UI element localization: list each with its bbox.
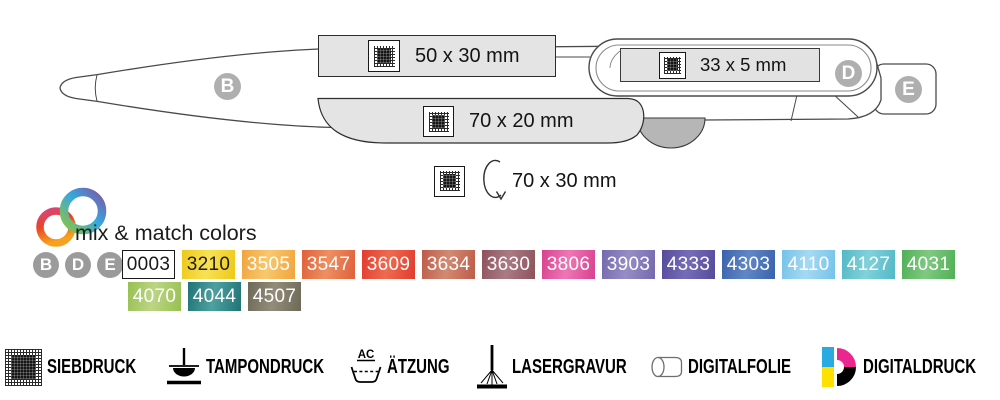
color-swatch-4127: 4127: [842, 250, 895, 279]
method-label: SIEBDRUCK: [47, 355, 137, 378]
color-swatch-3547: 3547: [302, 250, 355, 279]
method-digitalfolie: DIGITALFOLIE: [651, 344, 825, 390]
print-area-size-label: 70 x 30 mm: [512, 169, 617, 192]
legend-zone-badge-d: D: [65, 252, 91, 278]
rotation-arrow-icon: [483, 159, 507, 201]
method-label: TAMPONDRUCK: [206, 355, 325, 378]
print-area-barrel-top: 50 x 30 mm: [318, 35, 556, 77]
method-label: DIGITALFOLIE: [688, 355, 792, 378]
pen-zone-badge-d: D: [835, 60, 862, 87]
color-swatch-4110: 4110: [782, 250, 835, 279]
pad-print-icon: [167, 348, 201, 385]
method-aetzung: AC ÄTZUNG: [350, 344, 470, 390]
color-swatch-4507: 4507: [248, 282, 301, 311]
etching-icon: AC: [350, 349, 382, 383]
screen-mesh-icon: [368, 40, 400, 72]
color-swatch-4303: 4303: [722, 250, 775, 279]
method-digitaldruck: DIGITALDRUCK: [822, 344, 1000, 390]
screen-mesh-icon: [434, 165, 465, 197]
pen-zone-badge-b: B: [214, 73, 241, 100]
print-area-wrap-around: 70 x 30 mm: [434, 159, 617, 201]
color-swatch-4044: 4044: [188, 282, 241, 311]
print-area-grip: 70 x 20 mm: [318, 100, 638, 143]
method-label: ÄTZUNG: [387, 355, 450, 378]
mix-match-label: mix & match colors: [75, 221, 257, 245]
method-label: DIGITALDRUCK: [863, 355, 977, 378]
legend-zone-badge-b: B: [33, 252, 59, 278]
color-swatch-4333: 4333: [662, 250, 715, 279]
screen-mesh-icon: [659, 51, 686, 79]
color-swatch-3609: 3609: [362, 250, 415, 279]
color-swatch-3505: 3505: [242, 250, 295, 279]
laser-icon: [477, 345, 507, 389]
color-swatch-3634: 3634: [422, 250, 475, 279]
color-swatch-0003: 0003: [122, 250, 175, 279]
color-swatch-3210: 3210: [182, 250, 235, 279]
color-swatch-3630: 3630: [482, 250, 535, 279]
foil-roll-icon: [651, 356, 683, 378]
print-area-size-label: 50 x 30 mm: [415, 44, 520, 67]
method-lasergravur: LASERGRAVUR: [477, 344, 665, 390]
legend-zone-badge-e: E: [97, 252, 123, 278]
screen-mesh-icon: [5, 348, 42, 386]
mix-match-infinity-icon: [36, 187, 107, 247]
color-swatch-3903: 3903: [602, 250, 655, 279]
color-swatch-4070: 4070: [128, 282, 181, 311]
method-siebdruck: SIEBDRUCK: [5, 344, 166, 390]
screen-mesh-icon: [423, 106, 454, 137]
pen-zone-badge-e: E: [895, 76, 922, 103]
color-swatch-3806: 3806: [542, 250, 595, 279]
svg-text:AC: AC: [358, 349, 375, 361]
print-area-size-label: 33 x 5 mm: [700, 54, 787, 75]
print-area-size-label: 70 x 20 mm: [469, 110, 574, 132]
method-label: LASERGRAVUR: [512, 355, 627, 378]
color-swatch-4031: 4031: [902, 250, 955, 279]
cmyk-d-icon: [822, 347, 856, 387]
print-area-clip: 33 x 5 mm: [620, 48, 820, 82]
method-tampondruck: TAMPONDRUCK: [167, 344, 363, 390]
